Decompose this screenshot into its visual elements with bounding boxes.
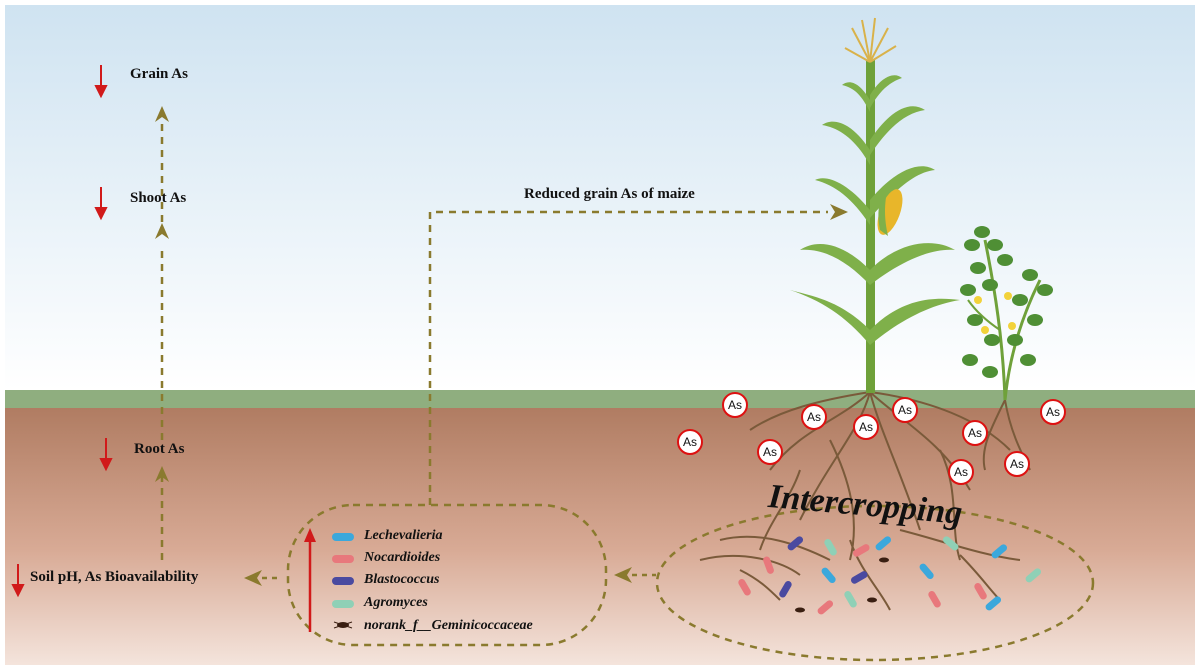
soil xyxy=(5,408,1195,665)
soil-ph-label: Soil pH, As Bioavailability xyxy=(30,569,199,585)
reduced-grain-label: Reduced grain As of maize xyxy=(524,186,695,202)
legend-box xyxy=(286,503,608,647)
peanut-plant xyxy=(960,226,1053,401)
arsenic-badge: As xyxy=(722,392,748,418)
grass-strip xyxy=(5,390,1195,408)
decrease-arrows xyxy=(11,65,113,598)
legend-agromyces: Agromyces xyxy=(364,595,428,610)
arsenic-badge: As xyxy=(1040,399,1066,425)
arsenic-badge: As xyxy=(1004,451,1030,477)
up-arrowheads xyxy=(155,106,169,482)
legend-blastococcus: Blastococcus xyxy=(364,572,440,587)
rhizosphere-ellipse xyxy=(655,504,1095,662)
grain-as-label: Grain As xyxy=(130,66,188,82)
arsenic-badge: As xyxy=(962,420,988,446)
reduced-grain-path xyxy=(428,210,828,505)
soil-arrowhead xyxy=(244,570,262,586)
arsenic-badge: As xyxy=(853,414,879,440)
microbe-arrowhead xyxy=(614,567,632,583)
bacteria xyxy=(738,536,1042,615)
arsenic-badge: As xyxy=(801,404,827,430)
legend-nocardioides: Nocardioides xyxy=(364,550,441,565)
legend-lechevalieria: Lechevalieria xyxy=(364,528,443,543)
legend-swatches xyxy=(332,533,354,629)
shoot-as-label: Shoot As xyxy=(130,190,187,206)
arsenic-badge: As xyxy=(757,439,783,465)
legend-geminicoccaceae: norank_f__Geminicoccaceae xyxy=(364,618,533,633)
arsenic-badge: As xyxy=(948,459,974,485)
arsenic-badge: As xyxy=(677,429,703,455)
reduced-grain-arrowhead xyxy=(830,204,848,220)
maize-plant xyxy=(790,17,960,393)
arsenic-badge: As xyxy=(892,397,918,423)
sky xyxy=(5,5,1195,390)
root-as-label: Root As xyxy=(134,441,185,457)
